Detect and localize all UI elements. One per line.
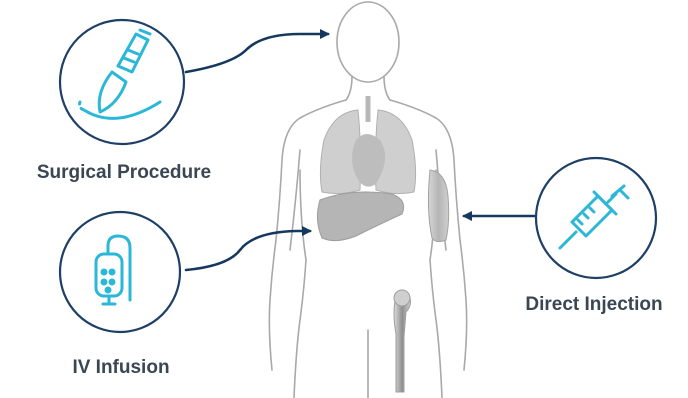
femur — [394, 293, 411, 392]
iv-infusion-label: IV Infusion — [46, 357, 196, 379]
direct-injection-label: Direct Injection — [500, 294, 688, 316]
direct-injection-node — [536, 158, 656, 278]
organs — [317, 96, 448, 392]
arrow-surgical-to-head — [186, 34, 328, 72]
liver — [317, 192, 403, 241]
surgical-circle — [60, 20, 184, 144]
left-arm-inner — [290, 150, 300, 250]
surgical-procedure-node — [60, 20, 184, 144]
arm-muscle — [428, 170, 448, 242]
direct-circle — [536, 158, 656, 278]
surgical-procedure-label: Surgical Procedure — [6, 162, 242, 184]
iv-infusion-node — [60, 212, 180, 332]
femur-head — [394, 290, 410, 306]
head — [337, 2, 399, 82]
iv-circle — [60, 212, 180, 332]
